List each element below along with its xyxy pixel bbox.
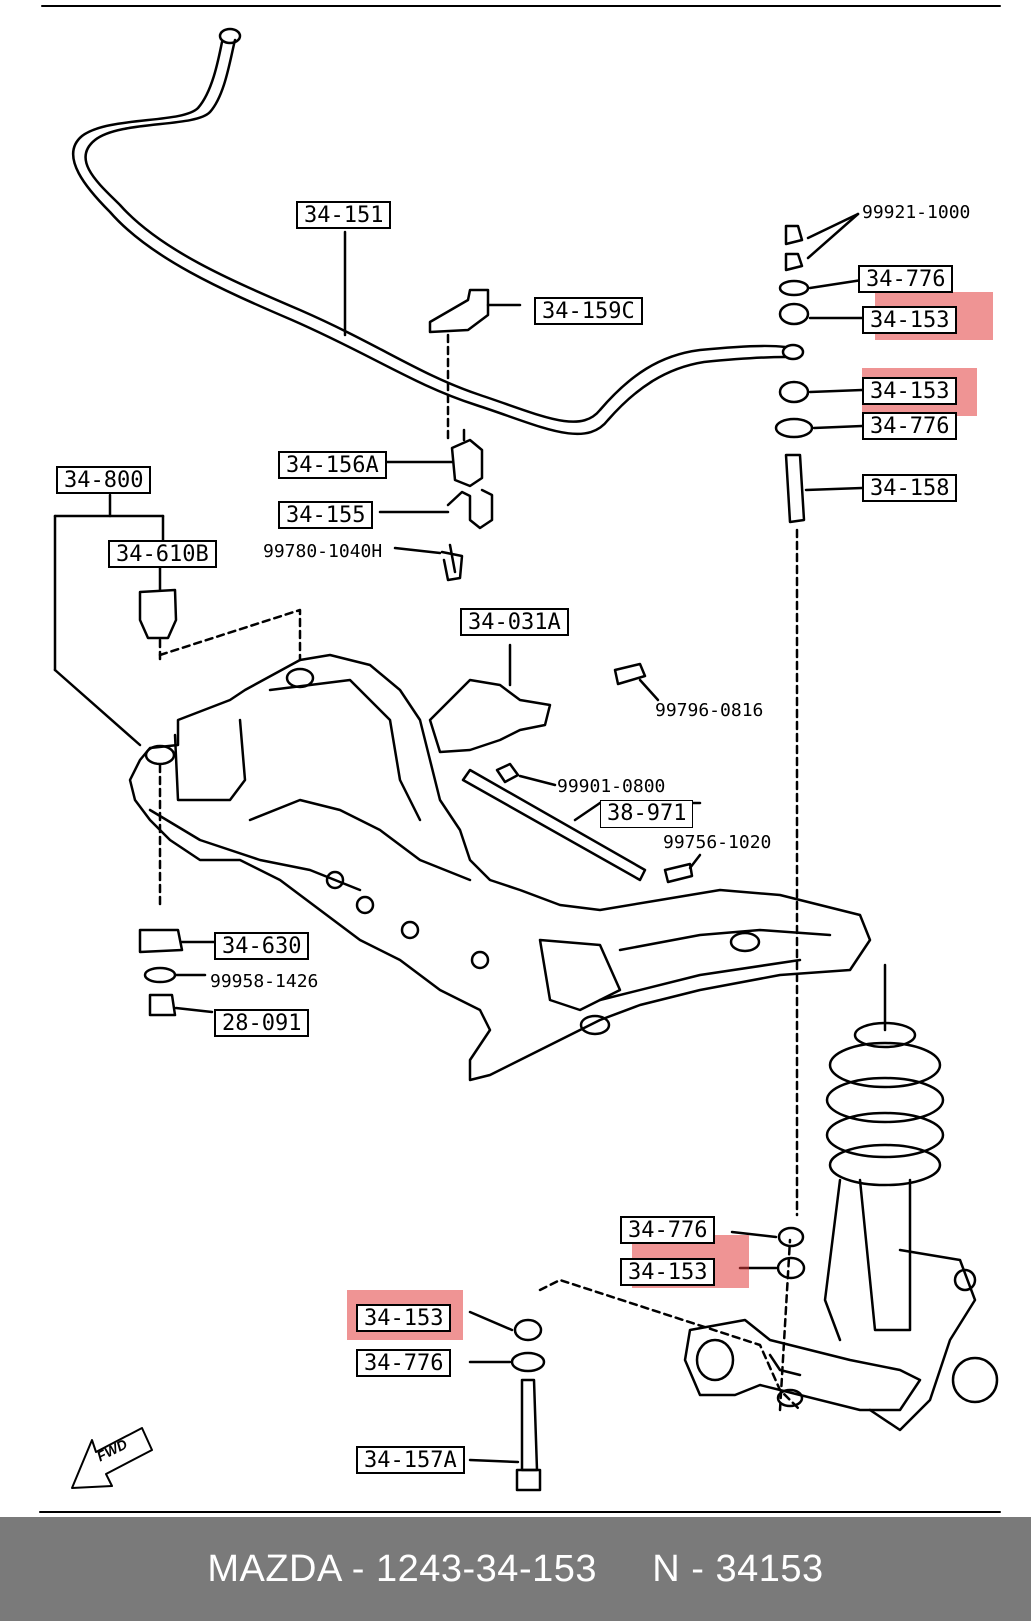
footer-bar: MAZDA - 1243-34-153 N - 34153: [0, 1517, 1031, 1621]
suspension-line-drawing: [39, 5, 1001, 1513]
part-label-34-159c[interactable]: 34-159C: [534, 297, 643, 325]
part-label-28-091[interactable]: 28-091: [214, 1009, 310, 1037]
part-label-99780-1040h[interactable]: 99780-1040H: [263, 541, 383, 562]
part-label-34-157a[interactable]: 34-157A: [356, 1446, 465, 1474]
part-label-34-776-c[interactable]: 34-776: [620, 1216, 716, 1244]
part-label-99796-0816[interactable]: 99796-0816: [655, 700, 764, 721]
fwd-arrow: [71, 1427, 153, 1489]
part-label-34-800[interactable]: 34-800: [56, 466, 152, 494]
part-label-34-153-d[interactable]: 34-153: [356, 1304, 452, 1332]
part-label-99958-1426[interactable]: 99958-1426: [210, 971, 319, 992]
parts-diagram: 34-151 34-159C 99921-1000 34-776 34-153 …: [39, 5, 1001, 1513]
part-label-34-153-c[interactable]: 34-153: [620, 1258, 716, 1286]
subframe: [128, 653, 872, 1082]
part-label-34-156a[interactable]: 34-156A: [278, 451, 387, 479]
part-label-34-776-a[interactable]: 34-776: [858, 265, 954, 293]
part-label-99756-1020[interactable]: 99756-1020: [663, 832, 772, 853]
part-label-34-153-b[interactable]: 34-153: [862, 377, 958, 405]
footer-text: MAZDA - 1243-34-153 N - 34153: [207, 1547, 824, 1590]
part-label-38-971[interactable]: 38-971: [600, 800, 694, 828]
part-label-34-630[interactable]: 34-630: [214, 932, 310, 960]
part-label-34-776-d[interactable]: 34-776: [356, 1349, 452, 1377]
part-label-99901-0800[interactable]: 99901-0800: [557, 776, 666, 797]
part-label-34-776-b[interactable]: 34-776: [862, 412, 958, 440]
part-label-34-155[interactable]: 34-155: [278, 501, 374, 529]
part-label-34-151[interactable]: 34-151: [296, 201, 392, 229]
part-label-34-031a[interactable]: 34-031A: [460, 608, 569, 636]
part-label-34-158[interactable]: 34-158: [862, 474, 958, 502]
part-label-34-610b[interactable]: 34-610B: [108, 540, 217, 568]
part-label-99921-1000[interactable]: 99921-1000: [862, 202, 971, 223]
part-label-34-153-a[interactable]: 34-153: [862, 306, 958, 334]
stabilizer-bar: [84, 38, 787, 423]
